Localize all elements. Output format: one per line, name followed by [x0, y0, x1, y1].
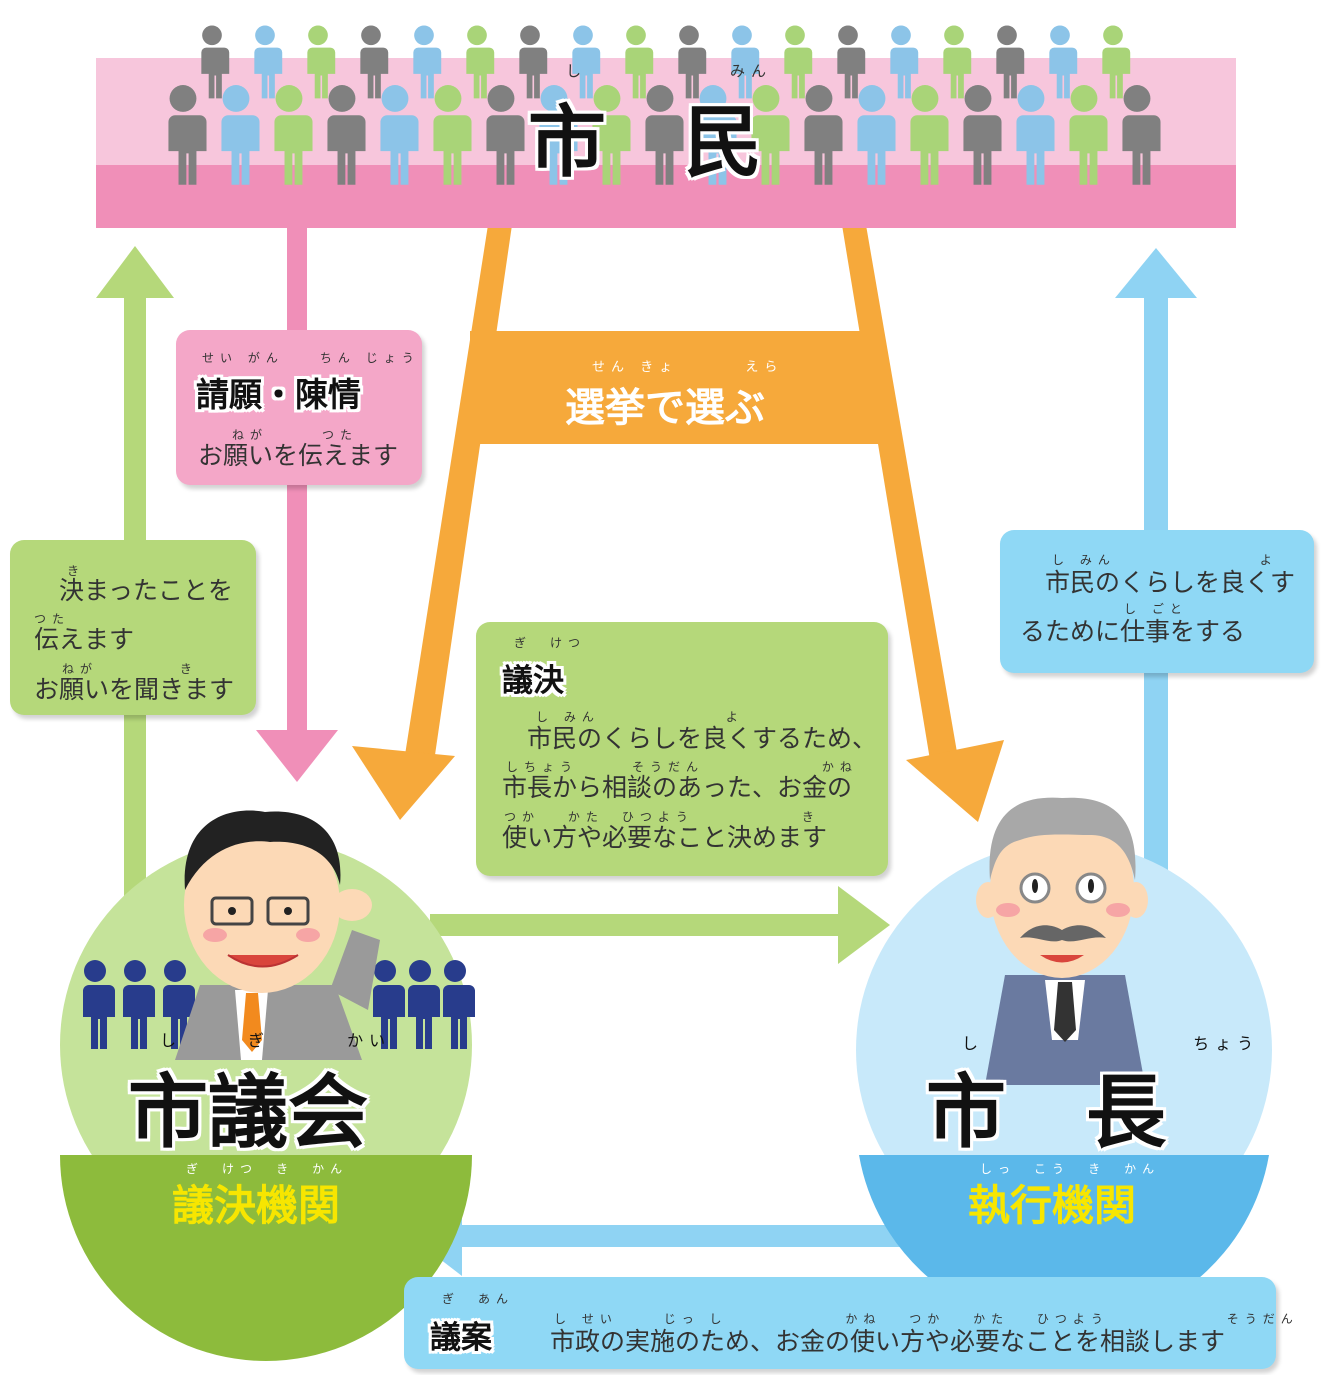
- bill-title: 議案: [430, 1320, 492, 1356]
- citizens-banner: [96, 25, 1236, 228]
- council-report-line-0: 決まったことを: [34, 576, 234, 605]
- resolution-ruby-2: つか かた ひつよう き: [504, 810, 820, 824]
- petition-title: 請願・陳情: [196, 375, 361, 414]
- petition-line-ruby: ねが つた: [232, 428, 359, 442]
- council-label-ruby: し ぎ かい: [160, 1031, 392, 1050]
- bill-title-ruby: ぎ あん: [442, 1292, 515, 1306]
- resolution-line-2: 使い方や必要なこと決めます: [502, 823, 828, 852]
- citizens-title: 市 民: [528, 98, 763, 188]
- resolution-box: [476, 622, 888, 876]
- resolution-ruby-0: し みん よ: [536, 710, 744, 724]
- mayor-illustration: [976, 797, 1148, 1085]
- council-report-box: [10, 540, 256, 715]
- council-report-ruby-0: き: [67, 564, 86, 578]
- council-report-ruby-1: つた: [34, 612, 71, 626]
- mayor-work-box: [1000, 530, 1314, 673]
- petition-line: お願いを伝えます: [198, 441, 399, 470]
- ruby-min: みん: [730, 62, 773, 80]
- arrow-citizens-to-council: [256, 225, 338, 782]
- council-report-line-1: 伝えます: [34, 625, 135, 654]
- arrow-election: [352, 225, 1004, 822]
- bill-text-ruby: し せい じっ し かね つか かた ひつよう そうだん: [554, 1312, 1299, 1326]
- council-report-ruby-2: ねが き: [62, 662, 198, 676]
- bill-text: 市政の実施のため、お金の使い方や必要なことを相談します: [550, 1327, 1226, 1356]
- council-member-illustration: [175, 810, 380, 1060]
- mayor-work-ruby-0: し みん よ: [1052, 553, 1278, 567]
- resolution-line-0: 市民のくらしを良くするため、: [502, 724, 878, 753]
- resolution-line-1: 市長から相談のあった、お金の: [502, 773, 853, 802]
- bill-box: [404, 1277, 1276, 1369]
- mayor-work-ruby-1: し ごと: [1124, 602, 1188, 616]
- election-ruby: せん きょ えら: [592, 360, 784, 375]
- mayor-label: 市 長: [926, 1066, 1166, 1159]
- mayor-role-ruby: しっ こう き かん: [980, 1162, 1161, 1176]
- petition-title-ruby: せい がん ちん じょう: [202, 351, 420, 365]
- mayor-role: 執行機関: [968, 1181, 1137, 1230]
- citizens-title-ruby: し みん: [560, 60, 800, 80]
- ruby-shi: し: [566, 62, 588, 80]
- petition-box: [176, 330, 422, 485]
- council-report-line-2: お願いを聞きます: [34, 675, 235, 704]
- resolution-title: 議決: [502, 663, 564, 699]
- mayor-work-line-1: るために仕事をする: [1020, 617, 1246, 646]
- election-label: 選挙で選ぶ: [565, 385, 765, 431]
- council-role-ruby: ぎ けつ き かん: [186, 1162, 349, 1176]
- council-label: 市議会: [128, 1066, 368, 1159]
- mayor-work-line-0: 市民のくらしを良くす: [1020, 568, 1296, 597]
- resolution-title-ruby: ぎ けつ: [514, 636, 587, 650]
- arrow-council-to-mayor: [430, 886, 890, 964]
- council-role: 議決機関: [172, 1181, 341, 1230]
- mayor-label-ruby: し ちょう: [962, 1034, 1260, 1053]
- resolution-ruby-1: しちょう そうだん かね: [506, 760, 858, 774]
